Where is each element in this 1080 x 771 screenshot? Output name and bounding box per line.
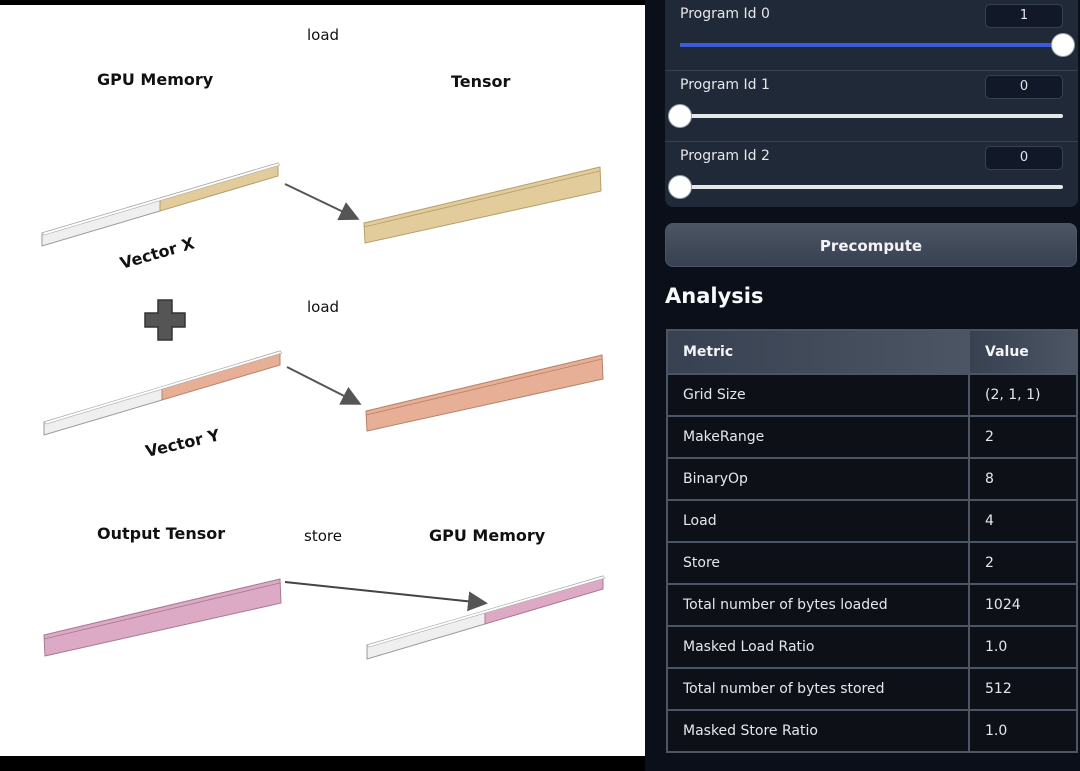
side-panel: Program Id 0 1 Program Id 1 0 Program Id… bbox=[645, 0, 1080, 771]
gpu-memory-dst-label: GPU Memory bbox=[429, 526, 546, 545]
program-id-0-input[interactable]: 1 bbox=[985, 4, 1063, 28]
vector-x-bar bbox=[41, 162, 281, 247]
tensor-x-bar bbox=[363, 166, 602, 244]
analysis-table: Metric Value Grid Size(2, 1, 1) MakeRang… bbox=[666, 329, 1078, 753]
value-cell: 2 bbox=[968, 541, 1078, 585]
program-id-2-track[interactable] bbox=[680, 185, 1063, 189]
vector-y-label: Vector Y bbox=[144, 425, 222, 461]
program-id-1-input[interactable]: 0 bbox=[985, 75, 1063, 99]
value-cell: 1.0 bbox=[968, 625, 1078, 669]
metric-cell: Load bbox=[666, 499, 970, 543]
program-id-0-fill bbox=[680, 43, 1063, 47]
metric-column-header: Metric bbox=[666, 329, 970, 375]
visualization-canvas: load GPU Memory Tensor Vector X load Vec… bbox=[0, 5, 645, 756]
table-row: Grid Size(2, 1, 1) bbox=[666, 373, 1078, 417]
precompute-button[interactable]: Precompute bbox=[665, 223, 1077, 267]
metric-cell: MakeRange bbox=[666, 415, 970, 459]
metric-cell: Store bbox=[666, 541, 970, 585]
tensor-y-bar bbox=[365, 354, 604, 432]
load-arrow-2 bbox=[286, 366, 362, 405]
output-tensor-label: Output Tensor bbox=[97, 524, 225, 543]
program-id-controls: Program Id 0 1 Program Id 1 0 Program Id… bbox=[665, 0, 1078, 207]
program-id-2-input[interactable]: 0 bbox=[985, 146, 1063, 170]
value-cell: (2, 1, 1) bbox=[968, 373, 1078, 417]
program-id-2-slider-row: Program Id 2 0 bbox=[665, 142, 1078, 212]
metric-cell: Total number of bytes loaded bbox=[666, 583, 970, 627]
gpu-memory-label: GPU Memory bbox=[97, 70, 214, 89]
metric-cell: Masked Store Ratio bbox=[666, 709, 970, 753]
gpu-memory-dst-bar bbox=[366, 575, 606, 660]
program-id-2-thumb[interactable] bbox=[669, 176, 691, 198]
value-cell: 4 bbox=[968, 499, 1078, 543]
program-id-2-label: Program Id 2 bbox=[680, 148, 770, 164]
program-id-0-slider-row: Program Id 0 1 bbox=[665, 0, 1078, 71]
value-cell: 512 bbox=[968, 667, 1078, 711]
value-cell: 1.0 bbox=[968, 709, 1078, 753]
value-column-header: Value bbox=[968, 329, 1078, 375]
load-label-1: load bbox=[307, 26, 339, 44]
vector-y-bar bbox=[43, 350, 283, 436]
program-id-0-label: Program Id 0 bbox=[680, 6, 770, 22]
tensor-label: Tensor bbox=[451, 72, 511, 91]
program-id-0-thumb[interactable] bbox=[1052, 34, 1074, 56]
output-tensor-bar bbox=[43, 578, 282, 657]
program-id-0-track[interactable] bbox=[680, 43, 1063, 47]
store-arrow bbox=[284, 581, 488, 612]
program-id-1-track[interactable] bbox=[680, 114, 1063, 118]
value-cell: 8 bbox=[968, 457, 1078, 501]
program-id-1-label: Program Id 1 bbox=[680, 77, 770, 93]
metric-cell: Masked Load Ratio bbox=[666, 625, 970, 669]
program-id-1-thumb[interactable] bbox=[669, 105, 691, 127]
vector-x-label: Vector X bbox=[118, 233, 197, 272]
metric-cell: Grid Size bbox=[666, 373, 970, 417]
metric-cell: BinaryOp bbox=[666, 457, 970, 501]
load-label-2: load bbox=[307, 298, 339, 316]
value-cell: 2 bbox=[968, 415, 1078, 459]
load-arrow-1 bbox=[284, 183, 360, 221]
value-cell: 1024 bbox=[968, 583, 1078, 627]
store-label: store bbox=[304, 527, 342, 545]
metric-cell: Total number of bytes stored bbox=[666, 667, 970, 711]
table-header-row: Metric Value bbox=[666, 329, 1078, 375]
program-id-1-slider-row: Program Id 1 0 bbox=[665, 71, 1078, 142]
plus-icon bbox=[144, 299, 186, 341]
analysis-heading: Analysis bbox=[665, 284, 764, 308]
